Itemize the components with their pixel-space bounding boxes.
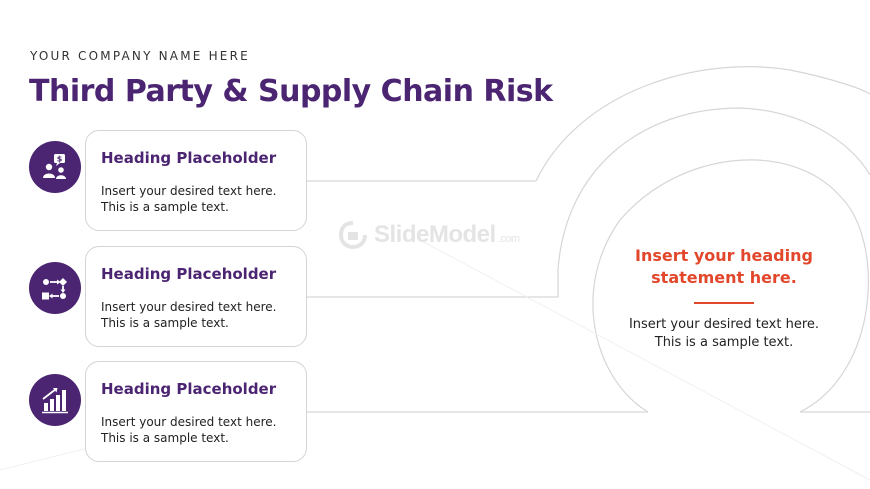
card-heading: Heading Placeholder <box>101 380 277 398</box>
watermark: SlideModel .com <box>338 220 520 250</box>
statement-divider <box>694 302 754 304</box>
watermark-logo-icon <box>338 221 367 250</box>
page-title: Third Party & Supply Chain Risk <box>29 74 553 109</box>
card-text-line: Insert your desired text here. <box>101 184 277 198</box>
card-text: Insert your desired text here. This is a… <box>101 183 301 215</box>
card-text: Insert your desired text here. This is a… <box>101 299 301 331</box>
bar-chart-growth-icon <box>29 374 81 426</box>
watermark-brand: SlideModel <box>374 221 496 248</box>
statement-text: Insert your desired text here. This is a… <box>604 316 844 352</box>
card-text-line: This is a sample text. <box>101 200 229 214</box>
card-1: Heading Placeholder Insert your desired … <box>85 130 307 231</box>
card-heading: Heading Placeholder <box>101 149 277 167</box>
card-text-line: This is a sample text. <box>101 316 229 330</box>
card-2: Heading Placeholder Insert your desired … <box>85 246 307 347</box>
people-payment-icon: $ <box>29 141 81 193</box>
statement-text-line: This is a sample text. <box>654 335 794 350</box>
svg-text:$: $ <box>57 155 63 164</box>
card-text: Insert your desired text here. This is a… <box>101 414 301 446</box>
statement-text-line: Insert your desired text here. <box>628 317 820 332</box>
card-heading: Heading Placeholder <box>101 265 277 283</box>
card-text-line: Insert your desired text here. <box>101 415 277 429</box>
statement-heading-line: Insert your heading <box>635 246 813 265</box>
watermark-suffix: .com <box>497 233 520 245</box>
statement-heading: Insert your heading statement here. <box>604 245 844 289</box>
statement-heading-line: statement here. <box>651 268 797 287</box>
card-3: Heading Placeholder Insert your desired … <box>85 361 307 462</box>
process-flow-icon <box>29 262 81 314</box>
card-text-line: This is a sample text. <box>101 431 229 445</box>
company-name: YOUR COMPANY NAME HERE <box>30 49 250 63</box>
card-text-line: Insert your desired text here. <box>101 300 277 314</box>
